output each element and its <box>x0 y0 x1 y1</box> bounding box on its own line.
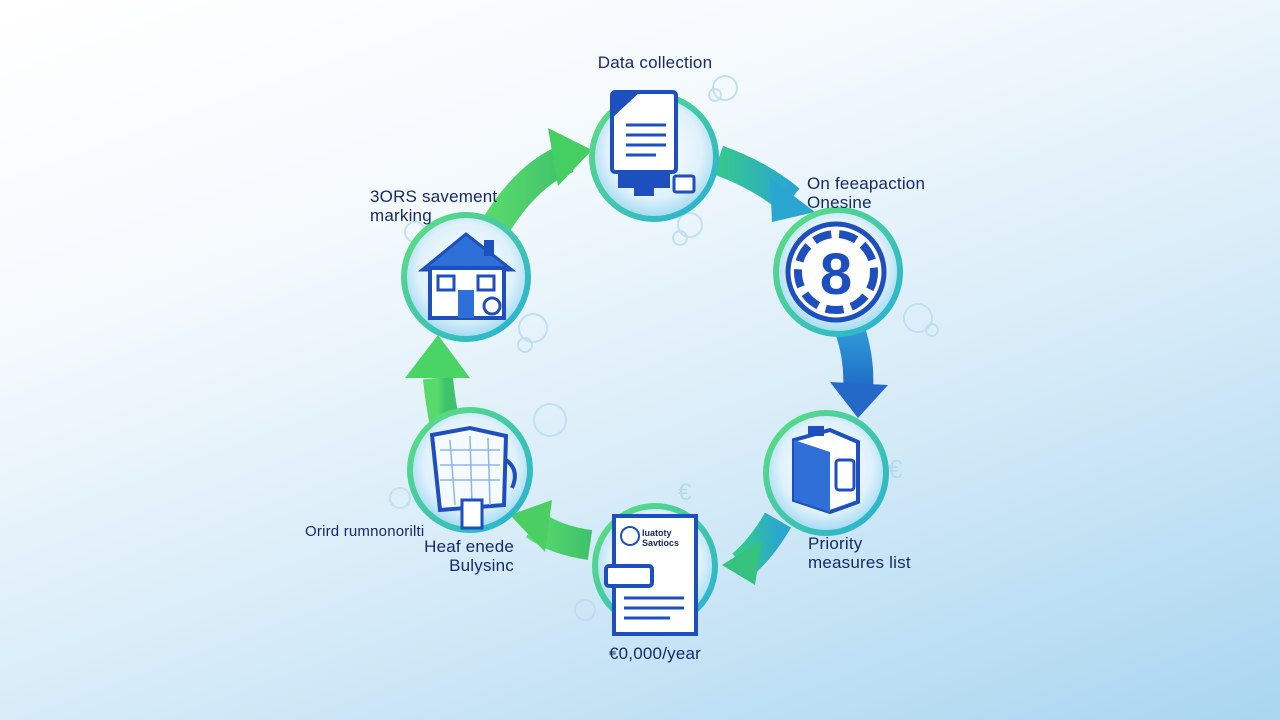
storage-unit-icon <box>792 426 860 515</box>
node-data-collection <box>589 90 719 222</box>
arrow-right-down <box>830 325 888 418</box>
arrow-top-right <box>712 145 815 222</box>
step-label-gauge: On feeapaction Onesine <box>807 174 926 212</box>
node-report <box>592 503 718 636</box>
euro-symbol-decoration: € <box>678 479 692 506</box>
report-title-line-1: Iuatoty <box>642 528 672 538</box>
svg-text:8: 8 <box>820 242 852 307</box>
report-title-line-2: Savtiocs <box>642 538 679 548</box>
step-label-house: 3ORS savement marking <box>370 187 498 225</box>
node-house <box>401 212 531 342</box>
node-floor-plan <box>407 407 533 533</box>
house-icon <box>417 232 517 320</box>
service-report-icon <box>604 514 698 636</box>
node-storage <box>763 410 889 536</box>
node-gauge: 8 <box>773 207 903 337</box>
gauge-dial-icon: 8 <box>785 221 887 323</box>
step-label-floor-plan: Heaf enede Bulysinc <box>424 537 514 575</box>
arrow-top-left <box>479 128 592 240</box>
euro-symbol-decoration-right: € <box>888 454 903 484</box>
step-label-cost: €0,000/year <box>609 644 701 663</box>
step-label-priority: Priority measures list <box>808 534 911 572</box>
arrow-bottom-left <box>510 500 593 560</box>
arrow-bottom-right <box>722 512 792 585</box>
step-label-data-collection: Data collection <box>597 53 713 72</box>
document-monitor-icon <box>610 90 696 196</box>
floor-plan-icon <box>429 425 517 530</box>
left-caption: Orird rumnonorilti <box>305 523 425 540</box>
